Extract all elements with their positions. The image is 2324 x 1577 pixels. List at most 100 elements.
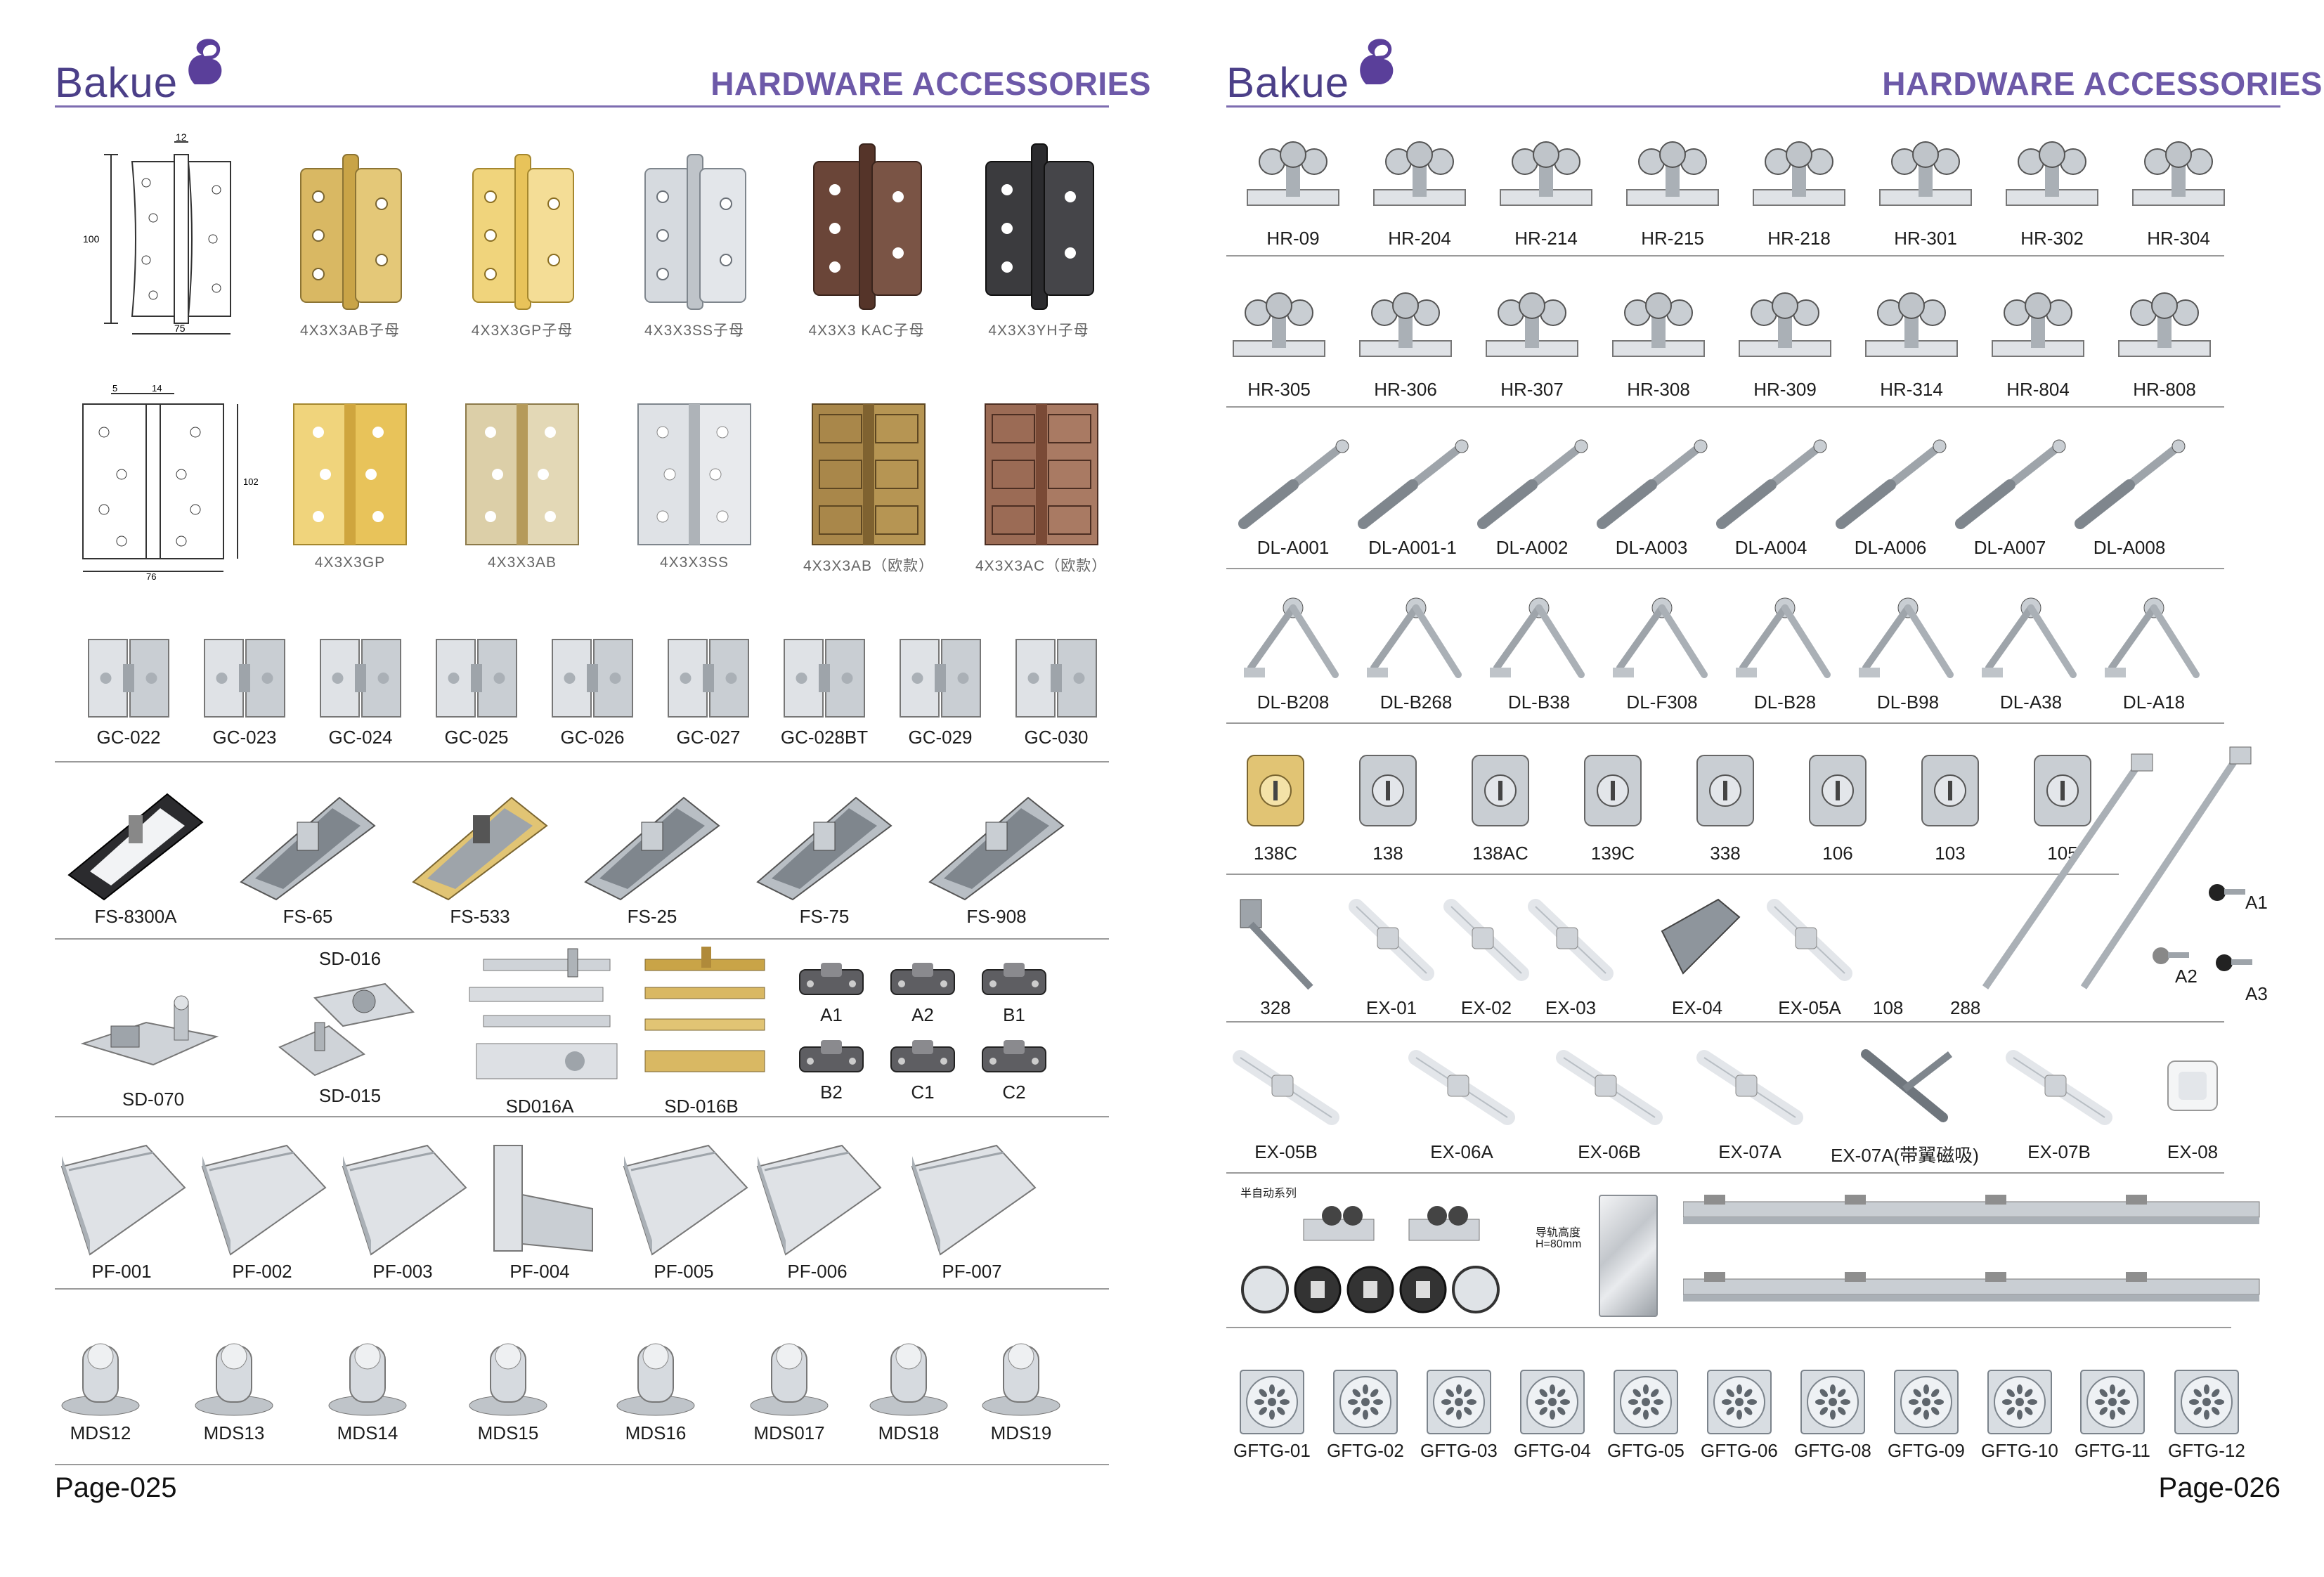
key-icon	[2153, 947, 2189, 964]
dim-left: 100	[83, 233, 100, 245]
product-label: HR-308	[1627, 379, 1690, 400]
rod-lock-product: EX-03	[1521, 889, 1620, 1019]
catalog-page-left: Bakue HARDWARE ACCESSORIES 12 100	[55, 0, 1151, 1577]
gas-strut-product-photo	[2070, 436, 2189, 534]
glass-clamp-product: GC-026	[547, 632, 638, 748]
product-label: GFTG-08	[1794, 1440, 1871, 1461]
catch-product: A1	[793, 959, 870, 1026]
product-label: GC-030	[1024, 727, 1089, 748]
product-label: MDS18	[878, 1422, 940, 1443]
floor-drain-product: GFTG-06	[1701, 1367, 1778, 1462]
lid-stay-product: DL-F308	[1609, 590, 1715, 713]
push-latch-product-photo	[1999, 1040, 2119, 1138]
door-stop-product-photo	[610, 1328, 701, 1420]
product-label: HR-302	[2020, 228, 2084, 249]
section-rule	[55, 1116, 1109, 1117]
catch-product-photo	[793, 959, 870, 1001]
lock-product-photo	[1462, 741, 1539, 840]
floor-drain-product: GFTG-05	[1607, 1367, 1684, 1462]
product-label: DL-B208	[1257, 692, 1330, 713]
floor-drain-product: GFTG-02	[1327, 1367, 1404, 1462]
product-label: HR-808	[2133, 379, 2196, 400]
rod-lock-product-photo	[1760, 889, 1859, 994]
catch-product: C1	[884, 1037, 961, 1103]
butt-hinge-product: 4X3X3AB	[459, 397, 585, 571]
push-latch-product: EX-05B	[1226, 1040, 1346, 1163]
floor-spring-product-photo	[578, 784, 726, 903]
floor-drain-product: GFTG-12	[2168, 1367, 2245, 1462]
catch-product: C2	[975, 1037, 1053, 1103]
door-stop-product-photo	[462, 1328, 554, 1420]
track-height-value: H=80mm	[1536, 1238, 1582, 1250]
door-stop-product: MDS13	[188, 1328, 280, 1444]
product-label: PF-006	[787, 1261, 848, 1282]
pivot-product: SD016A	[455, 945, 624, 1117]
patch-fitting-product-photo	[473, 1138, 606, 1258]
patch-fitting-product-photo	[617, 1138, 751, 1258]
patch-fitting-product-photo	[55, 1138, 188, 1258]
catch-product-photo	[793, 1037, 870, 1079]
lid-stay-product: DL-B268	[1363, 590, 1469, 713]
product-label: GC-024	[328, 727, 393, 748]
product-label: EX-07A	[1718, 1141, 1781, 1162]
roller-product: HR-309	[1732, 271, 1838, 401]
butt-hinge-product: 4X3X3SS	[631, 397, 758, 571]
floor-spring-product-photo	[923, 784, 1070, 903]
lid-stay-row: DL-B208 DL-B268 DL-B38 DL-F308 DL-B28 DL…	[1226, 583, 2280, 724]
section-rule	[1226, 722, 2224, 724]
product-label: GC-026	[560, 727, 625, 748]
roller-product: HR-218	[1746, 119, 1852, 249]
product-label: HR-215	[1641, 228, 1704, 249]
product-label: HR-304	[2147, 228, 2210, 249]
floor-drain-product-photo	[1985, 1367, 2055, 1437]
floor-drain-product: GFTG-03	[1420, 1367, 1498, 1462]
push-latch-product-photo	[1402, 1040, 1521, 1138]
roller-product-photo	[1606, 271, 1711, 376]
product-label: EX-05A	[1778, 997, 1841, 1018]
gas-strut-product-photo	[1353, 436, 1472, 534]
product-label: B2	[820, 1082, 843, 1103]
patch-fitting-product: PF-006	[751, 1138, 884, 1283]
patch-fitting-row: PF-001 PF-002 PF-003 PF-004 PF-005 PF-00…	[55, 1124, 1109, 1290]
floor-spring-product-photo	[751, 784, 898, 903]
rod-lock-product-photo	[1521, 889, 1620, 994]
floor-spring-product: FS-533	[406, 784, 554, 928]
lock-product: 138	[1349, 741, 1427, 864]
product-label: EX-02	[1460, 997, 1512, 1018]
floor-drain-product-photo	[1891, 1367, 1961, 1437]
rod-lock-product: EX-05A	[1760, 889, 1859, 1019]
section-rule	[55, 938, 1109, 940]
product-label: EX-08	[2167, 1141, 2219, 1162]
push-latch-product-photo	[2133, 1040, 2252, 1138]
product-label: 4X3X3YH子母	[988, 323, 1089, 339]
roller-product: HR-308	[1606, 271, 1711, 401]
section-rule	[55, 761, 1109, 762]
floor-drain-product-photo	[1424, 1367, 1494, 1437]
pivot-product: SD-016B	[631, 945, 772, 1117]
product-label: DL-B38	[1507, 692, 1571, 713]
floor-drain-product: GFTG-01	[1233, 1367, 1311, 1462]
push-latch-product-photo	[1845, 1040, 1964, 1138]
section-rule	[1226, 568, 2224, 569]
door-stop-product-photo	[188, 1328, 280, 1420]
product-label: 138AC	[1472, 843, 1528, 864]
rod-lock-product: EX-04	[1648, 889, 1746, 1019]
floor-spring-product: FS-65	[234, 784, 382, 928]
roller-product-photo	[1240, 119, 1346, 225]
product-label: 4X3X3SS	[659, 554, 729, 571]
catch-product: A2	[884, 959, 961, 1026]
svg-text:102: 102	[243, 476, 259, 487]
brand-swirl-icon	[188, 39, 222, 84]
rod-lock-product-photo	[1226, 889, 1325, 994]
lid-stay-product: DL-A38	[1978, 590, 2084, 713]
rod-lock-product: EX-02	[1437, 889, 1536, 1019]
roller-product-photo	[1367, 119, 1472, 225]
patch-fitting-product-photo	[195, 1138, 329, 1258]
push-latch-product: EX-08	[2133, 1040, 2252, 1163]
floor-spring-product: FS-908	[923, 784, 1070, 928]
hinge-photo	[631, 148, 758, 316]
product-label: MDS017	[753, 1422, 825, 1443]
lock-product: 138AC	[1462, 741, 1539, 864]
glass-clamp-row: GC-022 GC-023 GC-024 GC-025 GC-026 GC-02…	[55, 622, 1109, 762]
floor-drain-product: GFTG-09	[1888, 1367, 1965, 1462]
